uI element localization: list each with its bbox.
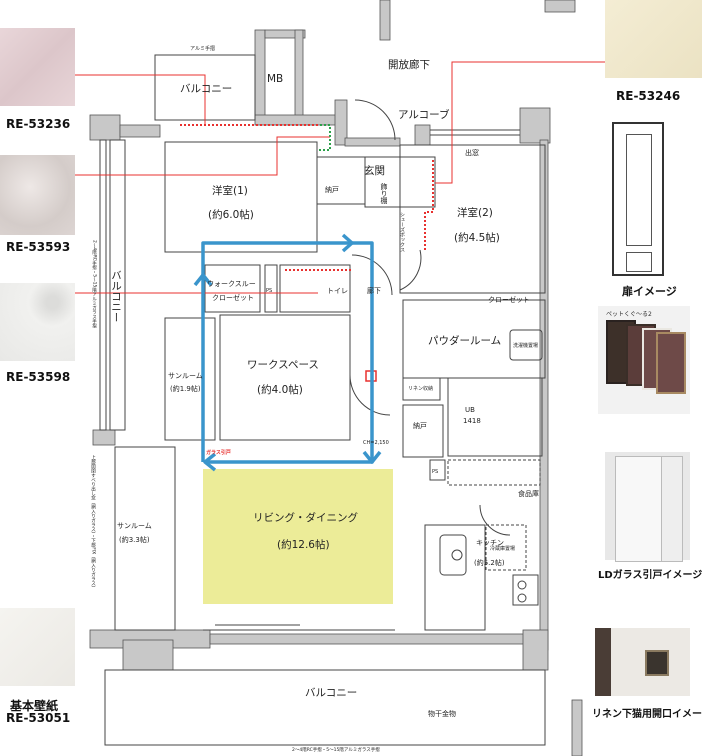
shoe-box-label: シューズボックス bbox=[399, 212, 405, 252]
sunroom1-label: サンルーム bbox=[168, 372, 203, 380]
wallpaper-swatch-re53236 bbox=[0, 28, 75, 106]
storage-label: 納戸 bbox=[325, 185, 339, 194]
pet-door-image: ペットくぐ～る2 bbox=[598, 306, 690, 414]
pantry-label: 食品庫 bbox=[518, 489, 539, 498]
walkthrough-label: ウォークスルー bbox=[207, 280, 256, 288]
sunroom1-size: (約1.9帖) bbox=[170, 384, 201, 393]
wallpaper-swatch-re53051 bbox=[0, 608, 75, 686]
western2-size: (約4.5帖) bbox=[454, 231, 500, 244]
powder-room-label: パウダールーム bbox=[428, 334, 501, 347]
wallpaper-swatch-re53593 bbox=[0, 155, 75, 235]
balcony-left-label: バルコニー bbox=[110, 270, 122, 323]
mb-label: MB bbox=[267, 73, 283, 85]
ub-size: 1418 bbox=[463, 417, 481, 425]
linen-label: リネン収納 bbox=[408, 385, 433, 392]
closet-label: クローゼット bbox=[212, 293, 254, 302]
hallway-label: 廊下 bbox=[367, 286, 381, 295]
open-corridor-label: 開放廊下 bbox=[388, 58, 430, 71]
handrail-note-left: 2～4階RC手摺・5～15階アルミガラス手摺 bbox=[92, 240, 98, 329]
ps-label: PS bbox=[266, 288, 272, 294]
laundry-hardware-label: 物干金物 bbox=[428, 709, 456, 718]
washer-label: 洗濯機置場 bbox=[513, 342, 538, 349]
ub-label: UB bbox=[465, 406, 475, 414]
living-highlight bbox=[203, 469, 393, 604]
western1-label: 洋室(1) bbox=[212, 184, 248, 197]
ld-glass-label: LDガラス引戸イメージ bbox=[598, 570, 702, 581]
living-size: (約12.6帖) bbox=[277, 538, 330, 551]
green-dotted-area bbox=[318, 124, 331, 151]
western1-size: (約6.0帖) bbox=[208, 208, 254, 221]
room-outlines bbox=[99, 54, 546, 746]
sunroom2-label: サンルーム bbox=[117, 522, 152, 530]
swatch-code: RE-53593 bbox=[6, 240, 71, 254]
toilet-label: トイレ bbox=[327, 287, 348, 295]
alcove-label: アルコーブ bbox=[398, 108, 450, 121]
sunroom2-size: (約3.3帖) bbox=[119, 535, 150, 544]
linen-opening-image bbox=[595, 628, 690, 696]
circulation-arrow bbox=[193, 233, 382, 472]
pet-door-title: ペットくぐ～る2 bbox=[606, 311, 652, 318]
handrail-label: アルミ手摺 bbox=[190, 45, 215, 52]
storage2-label: 納戸 bbox=[413, 421, 427, 430]
balcony-top-label: バルコニー bbox=[180, 83, 232, 95]
swatch-leader-lines bbox=[75, 61, 605, 294]
bay-window-label: 出窓 bbox=[465, 148, 479, 157]
entrance-label: 玄関 bbox=[364, 164, 385, 177]
kitchen-label: キッチン bbox=[476, 539, 504, 547]
door-image-label: 扉イメージ bbox=[622, 285, 677, 298]
fridge-label: 冷蔵庫置場 bbox=[490, 545, 515, 552]
linen-label: リネン下猫用開口イメージ bbox=[592, 709, 702, 720]
closet2-label: クローゼット bbox=[488, 295, 530, 304]
swatch-code: RE-53598 bbox=[6, 370, 71, 384]
ld-glass-door-image bbox=[605, 452, 690, 562]
wallpaper-swatch-re53246 bbox=[605, 0, 702, 78]
swatch-code: RE-53051 bbox=[6, 711, 71, 725]
ceiling-height-label: CH=2,150 bbox=[363, 440, 389, 446]
display-shelf-label: 飾り棚 bbox=[380, 182, 388, 205]
swatch-code: RE-53246 bbox=[616, 89, 681, 103]
sunroom-window-note: 上部開閉すべり出し窓（網入りガラス）・下部FIX（網入りガラス） bbox=[91, 454, 97, 590]
wallpaper-area-dotted bbox=[180, 124, 434, 271]
western2-label: 洋室(2) bbox=[457, 206, 493, 219]
wallpaper-swatch-re53598 bbox=[0, 283, 75, 361]
walls bbox=[89, 0, 583, 756]
base-wallpaper-title: 基本壁紙 bbox=[10, 699, 59, 713]
swatch-code: RE-53236 bbox=[6, 117, 71, 131]
living-label: リビング・ダイニング bbox=[253, 511, 358, 524]
door-image bbox=[612, 122, 664, 276]
kitchen-size: (約5.2帖) bbox=[474, 558, 505, 567]
balcony-bottom-label: バルコニー bbox=[305, 687, 357, 699]
workspace-size: (約4.0帖) bbox=[257, 383, 303, 396]
workspace-label: ワークスペース bbox=[247, 359, 319, 371]
glass-door-label: ガラス引戸 bbox=[206, 449, 231, 456]
handrail-note-bottom: 2～4階RC手摺・5～15階アルミガラス手摺 bbox=[292, 746, 380, 753]
ps2-label: PS bbox=[432, 469, 438, 475]
